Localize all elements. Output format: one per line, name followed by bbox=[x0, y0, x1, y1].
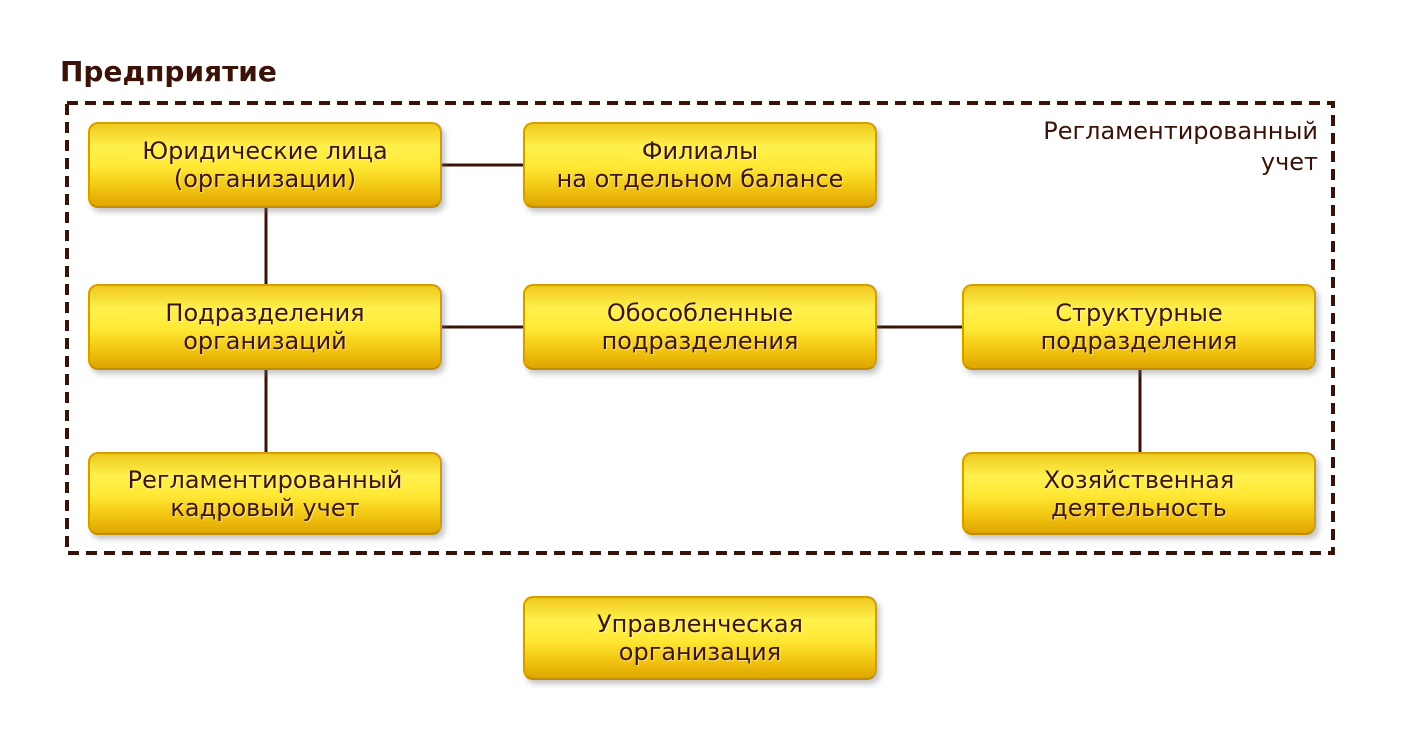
node-branches-label: Филиалы на отдельном балансе bbox=[556, 137, 844, 193]
node-separate-divisions: Обособленные подразделения bbox=[523, 284, 877, 370]
node-org-divisions-label: Подразделения организаций bbox=[165, 299, 365, 355]
regulated-accounting-label: Регламентированный учет bbox=[958, 116, 1318, 178]
node-management-org-label: Управленческая организация bbox=[597, 610, 803, 666]
node-legal-entities-label: Юридические лица (организации) bbox=[142, 137, 388, 193]
node-branches: Филиалы на отдельном балансе bbox=[523, 122, 877, 208]
node-management-org: Управленческая организация bbox=[523, 596, 877, 680]
node-economic-activity-label: Хозяйственная деятельность bbox=[1043, 465, 1235, 522]
node-org-divisions: Подразделения организаций bbox=[88, 284, 442, 370]
node-regulated-hr: Регламентированный кадровый учет bbox=[88, 452, 442, 535]
node-economic-activity: Хозяйственная деятельность bbox=[962, 452, 1316, 535]
node-legal-entities: Юридические лица (организации) bbox=[88, 122, 442, 208]
regulated-accounting-label-line1: Регламентированный bbox=[1043, 117, 1318, 145]
node-structural-divisions: Структурные подразделения bbox=[962, 284, 1316, 370]
regulated-accounting-label-line2: учет bbox=[1260, 148, 1318, 176]
page-title: Предприятие bbox=[60, 55, 277, 88]
node-separate-divisions-label: Обособленные подразделения bbox=[601, 299, 799, 355]
node-regulated-hr-label: Регламентированный кадровый учет bbox=[127, 465, 403, 522]
node-structural-divisions-label: Структурные подразделения bbox=[1040, 299, 1238, 355]
enterprise-boundary bbox=[65, 101, 1335, 555]
